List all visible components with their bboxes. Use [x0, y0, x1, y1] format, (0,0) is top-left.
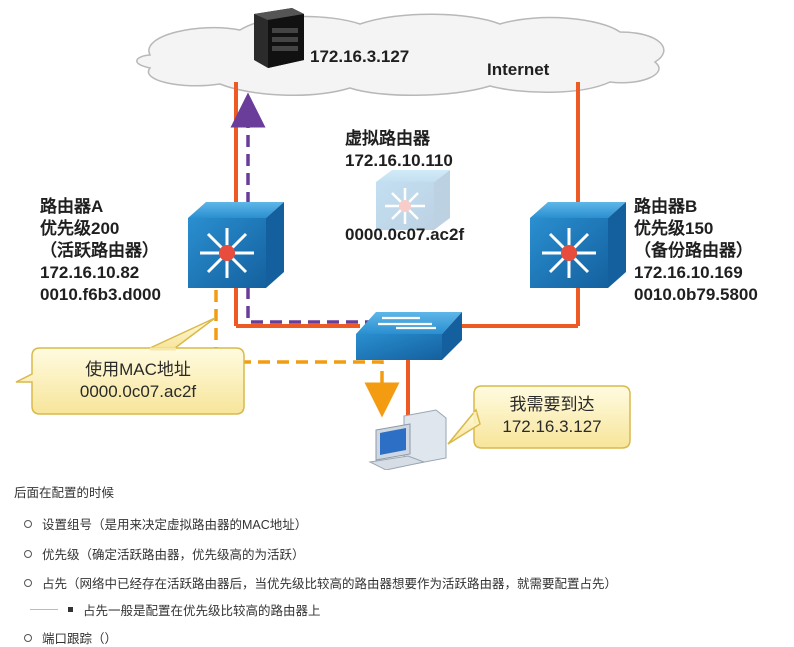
router-b-icon: [530, 202, 626, 288]
router-b-labels: 路由器B 优先级150 （备份路由器） 172.16.10.169 0010.0…: [634, 196, 758, 306]
notes-item: 设置组号（是用来决定虚拟路由器的MAC地址）: [24, 514, 307, 533]
router-b-name: 路由器B: [634, 197, 698, 216]
router-a-ip: 172.16.10.82: [40, 263, 140, 282]
virtual-router-title: 虚拟路由器: [345, 129, 430, 148]
notes-title: 后面在配置的时候: [14, 486, 115, 500]
router-a-icon: [188, 202, 284, 288]
hsrp-diagram: 172.16.3.127 Internet 虚拟路由器 172.16.10.11…: [15, 8, 758, 470]
notes-item-text: 优先级（确定活跃路由器，优先级高的为活跃）: [42, 548, 305, 562]
virtual-router-labels: 虚拟路由器 172.16.10.110: [345, 128, 453, 172]
notes-subitem-text: 占先一般是配置在优先级比较高的路由器上: [83, 604, 321, 618]
router-a-name: 路由器A: [40, 197, 104, 216]
router-b-role: （备份路由器）: [634, 241, 753, 260]
router-a-mac: 0010.f6b3.d000: [40, 285, 161, 304]
router-a-labels: 路由器A 优先级200 （活跃路由器） 172.16.10.82 0010.f6…: [40, 196, 161, 306]
server-ip-label: 172.16.3.127: [310, 47, 410, 66]
virtual-router-ip: 172.16.10.110: [345, 151, 453, 170]
server-icon: [254, 8, 304, 68]
router-a-priority: 优先级200: [40, 219, 120, 238]
callout-right-line1: 我需要到达: [509, 395, 595, 414]
router-b-ip: 172.16.10.169: [634, 263, 743, 282]
virtual-router-mac: 0000.0c07.ac2f: [345, 225, 465, 244]
circle-bullet-icon: [24, 633, 32, 642]
callout-right-text: 我需要到达 172.16.3.127: [474, 394, 630, 438]
notes-item-text: 占先（网络中已经存在活跃路由器后，当优先级比较高的路由器想要作为活跃路由器，就需…: [42, 577, 618, 591]
router-b-mac: 0010.0b79.5800: [634, 285, 758, 304]
pc-icon: [368, 409, 447, 470]
circle-bullet-icon: [24, 519, 32, 528]
square-bullet-icon: [68, 607, 73, 612]
notes-item: 占先（网络中已经存在活跃路由器后，当优先级比较高的路由器想要作为活跃路由器，就需…: [24, 573, 617, 592]
router-a-role: （活跃路由器）: [40, 241, 159, 260]
circle-bullet-icon: [24, 578, 32, 587]
internet-label: Internet: [487, 60, 550, 79]
notes-item-text: 端口跟踪（）: [42, 632, 118, 646]
notes-item: 优先级（确定活跃路由器，优先级高的为活跃）: [24, 544, 305, 563]
virtual-router-icon: [376, 170, 450, 230]
callout-right-line2: 172.16.3.127: [502, 417, 602, 436]
router-b-priority: 优先级150: [634, 219, 714, 238]
network-links: [234, 82, 580, 415]
circle-bullet-icon: [24, 549, 32, 558]
callout-left-line2: 0000.0c07.ac2f: [79, 382, 197, 401]
indent-guide: [30, 609, 58, 610]
switch-icon: [356, 312, 462, 360]
callout-left-shape: [15, 317, 245, 415]
callout-right-shape: [447, 385, 631, 449]
notes-subitem: 占先一般是配置在优先级比较高的路由器上: [30, 600, 321, 619]
callout-left-text: 使用MAC地址 0000.0c07.ac2f: [32, 359, 244, 403]
orange-traffic-path: [214, 290, 400, 418]
notes-item: 端口跟踪（）: [24, 628, 117, 647]
notes-item-text: 设置组号（是用来决定虚拟路由器的MAC地址）: [42, 518, 308, 532]
callout-left-line1: 使用MAC地址: [85, 360, 191, 379]
